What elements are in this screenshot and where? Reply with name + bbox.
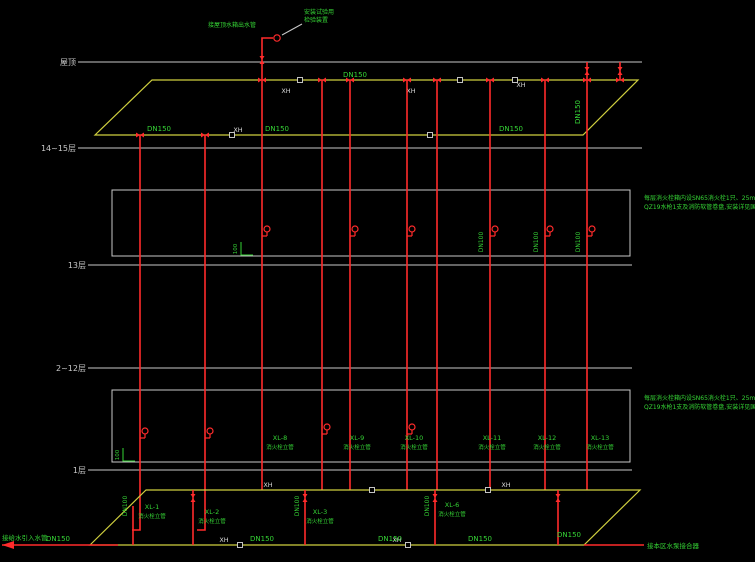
xh-label: XH (516, 81, 525, 89)
ground-loop-outline (88, 489, 642, 546)
valve-icon (485, 487, 491, 493)
risers (132, 62, 624, 531)
note-13f-line2: QZ19水枪1支及消防软管卷盘,安装详见国标图集。 (644, 203, 755, 211)
roof-feed-note: 接屋顶水箱出水管 (208, 21, 256, 29)
top-loop: XH XH XH XH DN150 DN150 DN150 DN150 DN15… (93, 71, 640, 138)
pipe-size-label: DN100 (533, 232, 540, 253)
floor-label-14-15: 14~15层 (41, 144, 76, 153)
riser-id-label: XL-10 (405, 434, 424, 442)
riser-type-label: 消火栓立管 (478, 443, 506, 451)
xh-label: XH (406, 87, 415, 95)
flow-arrow-icon (2, 541, 14, 549)
riser-line (197, 135, 206, 531)
test-hydrant-icon (273, 34, 281, 42)
pipe-size-label: DN100 (424, 496, 431, 517)
pipe-size-label: DN100 (478, 232, 485, 253)
inlet-note: 接给水引入水管 (2, 533, 48, 542)
riser-type-label: 消火栓立管 (343, 443, 371, 451)
right-notes: 每层消火栓箱内设SN65消火栓1只、25m衬胶水带1条, QZ19水枪1支及消防… (644, 194, 755, 411)
pipe-size-label: DN150 (557, 531, 581, 539)
xh-label: XH (501, 481, 510, 489)
branch-symbol (122, 448, 135, 462)
floor-label-2-12: 2~12层 (56, 364, 86, 373)
test-note-line1: 安装试验用 (304, 8, 334, 16)
riser-type-label: 消火栓立管 (306, 517, 334, 525)
pipe-size-label: DN150 (574, 100, 582, 124)
pipe-size-label: DN150 (378, 535, 402, 543)
pipe-size-label: DN100 (122, 496, 129, 517)
xh-label: XH (392, 536, 401, 544)
riser-type-label: 消火栓立管 (266, 443, 294, 451)
riser-type-label: 消火栓立管 (138, 512, 166, 520)
note-13f-line1: 每层消火栓箱内设SN65消火栓1只、25m衬胶水带1条, (644, 194, 755, 202)
hydrant-box-13f (111, 189, 631, 257)
leader-line (281, 23, 303, 36)
hydrants-1f: 100 XL-8 消火栓立管 XL-9 消火栓立管 XL-10 消火栓立管 XL… (115, 423, 614, 462)
xh-label: XH (233, 126, 242, 134)
valve-icon (237, 542, 243, 548)
riser-type-label: 消火栓立管 (438, 510, 466, 518)
pipe-size-label: DN150 (499, 125, 523, 133)
note-1f-line1: 每层消火栓箱内设SN65消火栓1只、25m衬胶水带1条, (644, 394, 755, 402)
xh-label: XH (281, 87, 290, 95)
test-hydrant-pipe (261, 37, 273, 80)
pipe-size-label: DN150 (265, 125, 289, 133)
pipe-size-label: DN150 (468, 535, 492, 543)
xh-label: XH (263, 481, 272, 489)
riser-id-label: XL-6 (445, 501, 459, 509)
riser-id-label: XL-3 (313, 508, 327, 516)
floor-label-1: 1层 (73, 466, 86, 475)
pipe-size-label: DN150 (46, 535, 70, 543)
pipe-size-label: DN100 (575, 232, 582, 253)
pipe-size-label: DN150 (250, 535, 274, 543)
riser-id-label: XL-2 (205, 508, 219, 516)
floor-levels: 屋顶 14~15层 13层 2~12层 1层 (41, 58, 642, 475)
riser-type-label: 消火栓立管 (400, 443, 428, 451)
valve-icon (297, 77, 303, 83)
riser-type-label: 消火栓立管 (533, 443, 561, 451)
xh-label: XH (219, 536, 228, 544)
hydrants-13f: 100 DN100 DN100 DN100 (233, 225, 596, 256)
pipe-size-label: DN150 (343, 71, 367, 79)
pipe-size-label: DN100 (294, 496, 301, 517)
riser-id-label: XL-13 (591, 434, 610, 442)
branch-symbol (240, 242, 253, 256)
riser-id-label: XL-1 (145, 503, 159, 511)
riser-id-label: XL-8 (273, 434, 287, 442)
riser-id-label: XL-9 (350, 434, 364, 442)
floor-label-roof: 屋顶 (60, 58, 76, 67)
pipe-size-label: 100 (233, 243, 239, 254)
floor-boxes (111, 189, 631, 463)
riser-id-label: XL-11 (483, 434, 502, 442)
valve-icon (427, 132, 433, 138)
riser-type-label: 消火栓立管 (198, 517, 226, 525)
roof-test-assembly: 接屋顶水箱出水管 安装试验用 检验装置 (208, 8, 334, 80)
pipe-size-label: 100 (115, 449, 121, 460)
riser-line (132, 135, 141, 531)
note-1f-line2: QZ19水枪1支及消防软管卷盘,安装详见国标图集。 (644, 403, 755, 411)
bottom-loop: XH XH XH XH XL-1 消火栓立管 XL-2 消火栓立管 XL-3 消… (2, 481, 700, 550)
hydrant-box-1f (111, 389, 631, 463)
pump-connector-note: 接本区水泵接合器 (647, 541, 700, 550)
test-note-line2: 检验装置 (304, 16, 328, 24)
riser-type-label: 消火栓立管 (586, 443, 614, 451)
valve-icon (457, 77, 463, 83)
riser-id-label: XL-12 (538, 434, 557, 442)
floor-label-13: 13层 (68, 261, 86, 270)
valve-icon (405, 542, 411, 548)
valve-icon (369, 487, 375, 493)
roof-loop-outline (93, 79, 640, 136)
pipe-size-label: DN150 (147, 125, 171, 133)
